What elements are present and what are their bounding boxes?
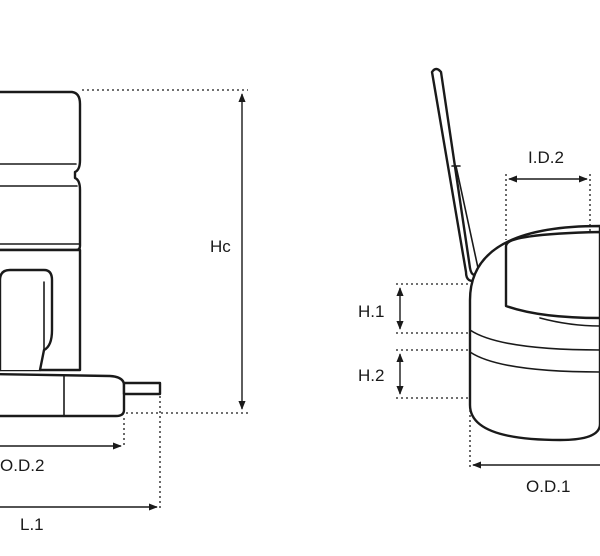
- h2-label: H.2: [358, 366, 384, 385]
- right-lead-wire-sleeve: [451, 165, 479, 269]
- right-band-lower: [469, 351, 600, 373]
- right-part: [430, 67, 600, 442]
- right-lead-wire: [430, 67, 490, 283]
- left-slot-window: [0, 268, 54, 372]
- left-dimensions: Hc O.D.2 L.1: [0, 89, 248, 534]
- left-terminal-pin: [122, 381, 162, 396]
- od1-label: O.D.1: [526, 477, 570, 496]
- left-part: [0, 90, 162, 418]
- id2-label: I.D.2: [528, 148, 564, 167]
- h1-label: H.1: [358, 302, 384, 321]
- l1-label: L.1: [20, 515, 44, 534]
- od2-label: O.D.2: [0, 456, 44, 475]
- left-flange: [0, 372, 126, 418]
- right-band-upper: [469, 329, 600, 351]
- hc-label: Hc: [210, 237, 231, 256]
- right-inner-bore: [504, 230, 600, 320]
- right-band-mid: [539, 317, 600, 327]
- right-dimensions: I.D.2 H.1 H.2 O.D.1: [358, 148, 600, 496]
- left-cylinder-body: [0, 90, 82, 252]
